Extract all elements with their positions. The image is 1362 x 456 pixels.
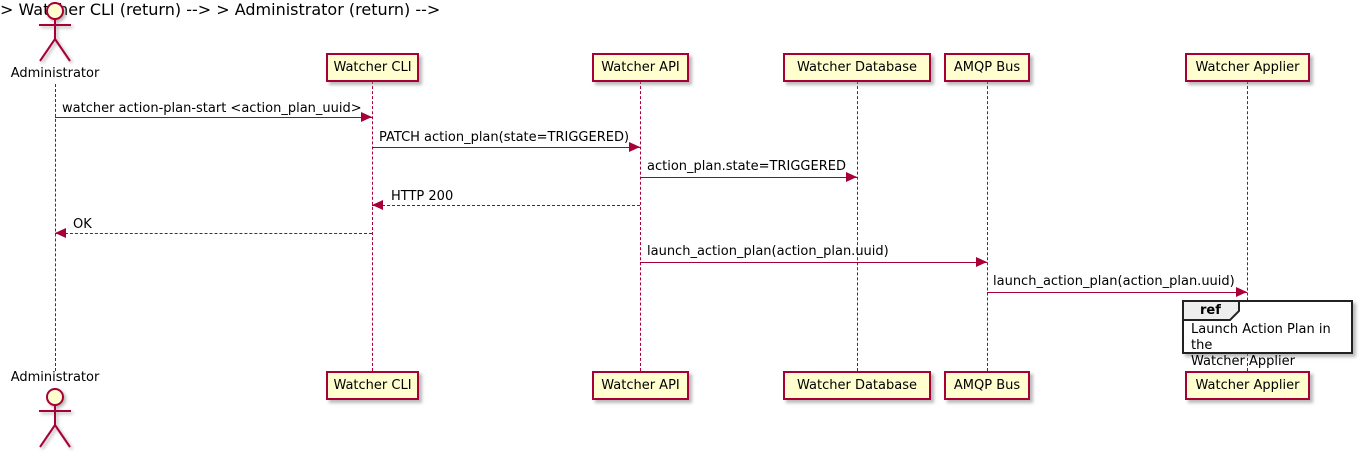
participant-watcher-cli-bottom: Watcher CLI [326, 371, 419, 400]
ref-fragment: ref Launch Action Plan in the Watcher Ap… [1182, 300, 1353, 369]
message-label-5: OK [73, 217, 92, 232]
message-label-4: HTTP 200 [391, 189, 454, 204]
participant-label: Watcher Applier [1195, 378, 1300, 393]
lifeline-amqp-bus [987, 81, 988, 371]
message-label-1: watcher action-plan-start <action_plan_u… [62, 101, 362, 116]
message-line-2 [372, 147, 640, 148]
ref-tab-label: ref [1200, 303, 1221, 318]
message-label-6: launch_action_plan(action_plan.uuid) [647, 244, 889, 259]
arrowhead-right-icon [1236, 287, 1247, 297]
message-line-6 [640, 262, 987, 263]
message-line-5 [55, 233, 372, 234]
participant-label: Watcher API [601, 60, 680, 75]
lifeline-administrator [55, 84, 56, 371]
participant-label: Watcher CLI [333, 60, 412, 75]
lifeline-watcher-database [857, 81, 858, 371]
ref-body-line2: Watcher Applier [1191, 354, 1295, 369]
participant-label: Watcher Applier [1195, 60, 1300, 75]
ref-body-text: Launch Action Plan in the Watcher Applie… [1191, 322, 1347, 370]
participant-watcher-database-top: Watcher Database [783, 53, 931, 82]
participant-watcher-database-bottom: Watcher Database [783, 371, 931, 400]
participant-label: AMQP Bus [953, 378, 1021, 393]
lifeline-watcher-api [640, 81, 641, 371]
participant-watcher-api-top: Watcher API [592, 53, 689, 82]
arrowhead-left-icon [55, 228, 66, 238]
participant-label: Watcher Database [797, 60, 917, 75]
actor-label-bottom: Administrator [10, 370, 100, 385]
arrowhead-right-icon [846, 172, 857, 182]
participant-label: AMQP Bus [953, 60, 1021, 75]
participant-watcher-applier-bottom: Watcher Applier [1185, 371, 1310, 400]
participant-watcher-applier-top: Watcher Applier [1185, 53, 1310, 82]
participant-label: Watcher API [601, 378, 680, 393]
lifeline-watcher-applier [1247, 81, 1248, 371]
arrowhead-left-icon [372, 200, 383, 210]
ref-tab-icon [1182, 300, 1240, 321]
arrowhead-right-icon [361, 112, 372, 122]
actor-figure-bottom-icon [39, 388, 71, 448]
participant-label: Watcher CLI [333, 378, 412, 393]
participant-label: Watcher Database [797, 378, 917, 393]
message-line-4 [372, 205, 640, 206]
message-line-1 [55, 117, 372, 118]
message-line-7 [987, 292, 1247, 293]
arrowhead-right-icon [629, 142, 640, 152]
arrowhead-right-icon [976, 257, 987, 267]
actor-figure-top-icon [39, 2, 71, 62]
message-label-3: action_plan.state=TRIGGERED [647, 159, 846, 174]
message-line-3 [640, 177, 857, 178]
actor-label-top: Administrator [10, 66, 100, 81]
participant-amqp-bus-top: AMQP Bus [944, 53, 1030, 82]
participant-amqp-bus-bottom: AMQP Bus [944, 371, 1030, 400]
participant-watcher-cli-top: Watcher CLI [326, 53, 419, 82]
ref-body-line1: Launch Action Plan in the [1191, 322, 1331, 353]
message-label-7: launch_action_plan(action_plan.uuid) [993, 274, 1235, 289]
participant-watcher-api-bottom: Watcher API [592, 371, 689, 400]
lifeline-watcher-cli [372, 81, 373, 371]
message-label-2: PATCH action_plan(state=TRIGGERED) [379, 130, 630, 145]
